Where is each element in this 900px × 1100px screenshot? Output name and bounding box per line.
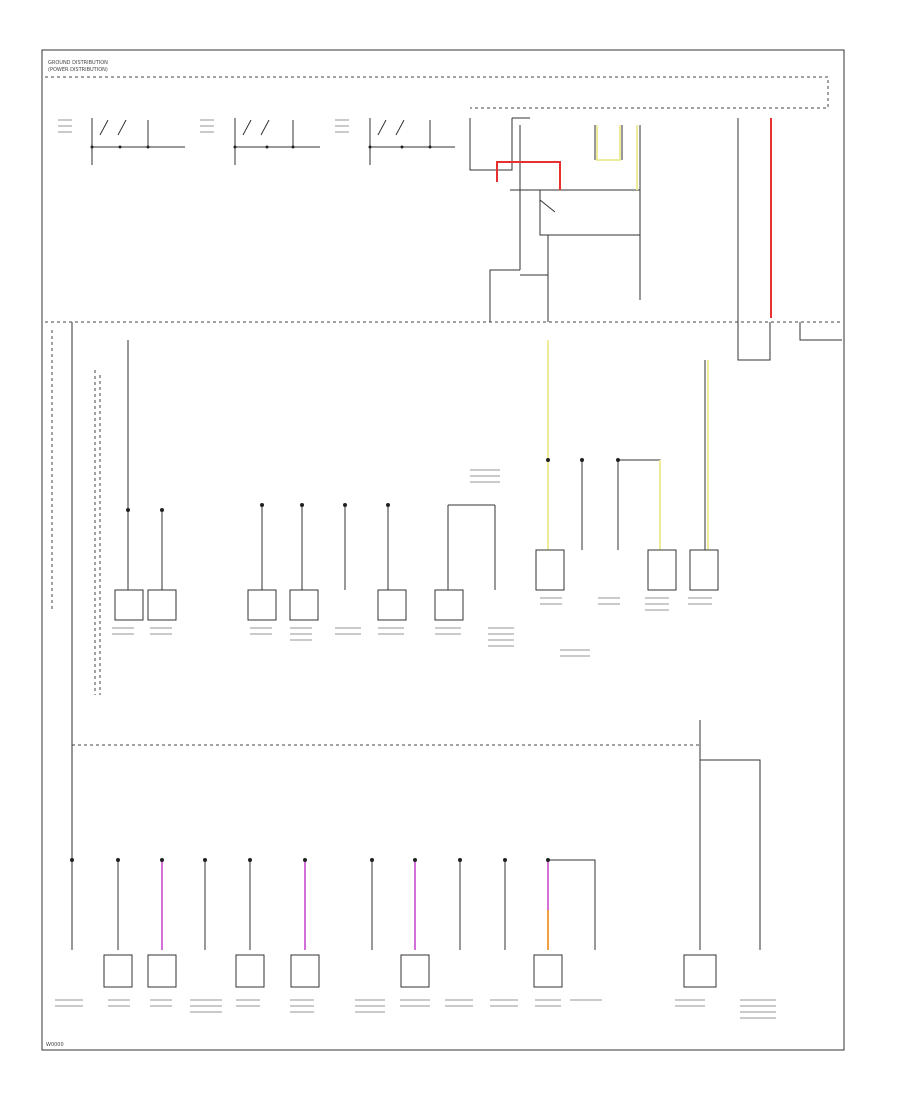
switch-group-2 xyxy=(233,118,320,165)
middle-component-boxes xyxy=(114,549,719,621)
lower-right-feed xyxy=(699,720,761,950)
middle-connectors xyxy=(126,340,709,590)
red-wire-top xyxy=(496,161,561,190)
left-vertical-dashed xyxy=(51,330,101,695)
switch-group-3 xyxy=(368,118,455,165)
illegible-labels xyxy=(55,119,776,1019)
fuse-block-wiring xyxy=(469,117,842,361)
diagram-code: W0000 xyxy=(46,1042,64,1048)
left-vertical-feed xyxy=(71,322,129,860)
diagram-frame xyxy=(41,49,845,1051)
diagram-title-line1: GROUND DISTRIBUTION xyxy=(48,60,108,66)
switch-group-1 xyxy=(90,118,185,165)
diagram-title-line2: (POWER DISTRIBUTION) xyxy=(48,67,108,73)
relay-switch xyxy=(539,199,556,213)
bottom-component-boxes xyxy=(103,954,717,988)
top-dashed-bus xyxy=(45,76,829,109)
yellow-wire-top xyxy=(596,125,638,190)
bottom-connectors xyxy=(70,858,596,950)
